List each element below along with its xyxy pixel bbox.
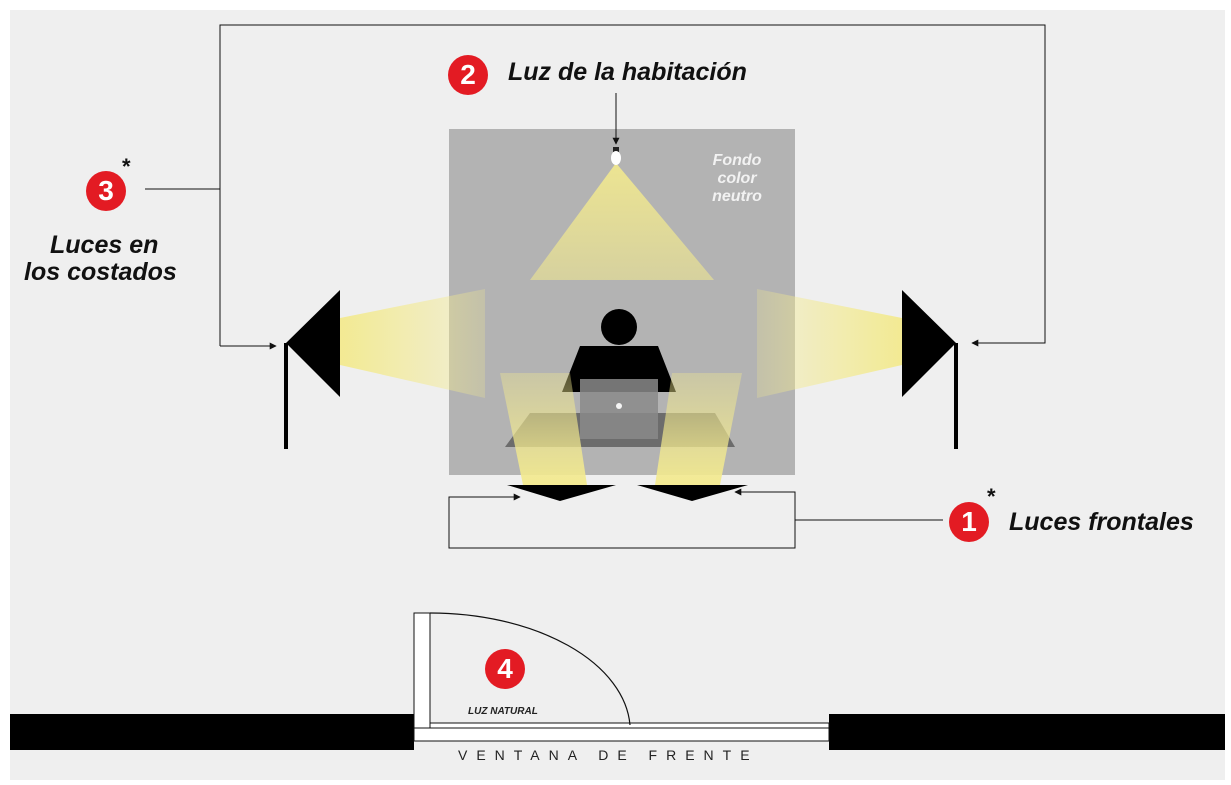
front-right-light-beam bbox=[655, 373, 742, 485]
front-right-connector bbox=[734, 488, 796, 520]
window-frame bbox=[413, 612, 830, 742]
front-right-light-fixture bbox=[637, 485, 748, 501]
left-side-light-beam bbox=[340, 289, 485, 398]
wall-left bbox=[10, 714, 414, 750]
frontal-lights-badge: 1 bbox=[949, 502, 989, 542]
natural-light-badge: 4 bbox=[485, 649, 525, 689]
laptop bbox=[580, 379, 658, 439]
frontal-lights-asterisk: * bbox=[987, 484, 996, 509]
wall-right bbox=[829, 714, 1225, 750]
room-light-label: Luz de la habitación bbox=[508, 58, 747, 86]
room-light-badge: 2 bbox=[448, 55, 488, 95]
room-light-beam bbox=[530, 163, 714, 280]
side-lights-asterisk: * bbox=[122, 154, 131, 179]
right-side-light-fixture bbox=[902, 290, 958, 449]
side-right-connector bbox=[219, 24, 1046, 347]
frontal-lights-label: Luces frontales bbox=[1009, 508, 1194, 536]
background-note: Fondo color neutro bbox=[704, 152, 770, 206]
left-side-light-fixture bbox=[284, 290, 340, 449]
side-lights-badge: 3 bbox=[86, 171, 126, 211]
window-caption: VENTANA DE FRENTE bbox=[458, 747, 759, 763]
front-left-connector bbox=[448, 493, 943, 549]
side-lights-label-line2: los costados bbox=[24, 258, 177, 286]
right-side-light-beam bbox=[757, 289, 902, 398]
background-note-line1: Fondo bbox=[712, 152, 762, 169]
front-left-light-beam bbox=[500, 373, 587, 485]
background-note-line2: color bbox=[717, 170, 757, 187]
natural-light-label: LUZ NATURAL bbox=[468, 706, 538, 717]
ceiling-bulb-icon bbox=[611, 147, 621, 165]
side-lights-label-line1: Luces en bbox=[50, 231, 159, 259]
background-note-line3: neutro bbox=[712, 188, 762, 205]
front-left-light-fixture bbox=[507, 485, 616, 501]
